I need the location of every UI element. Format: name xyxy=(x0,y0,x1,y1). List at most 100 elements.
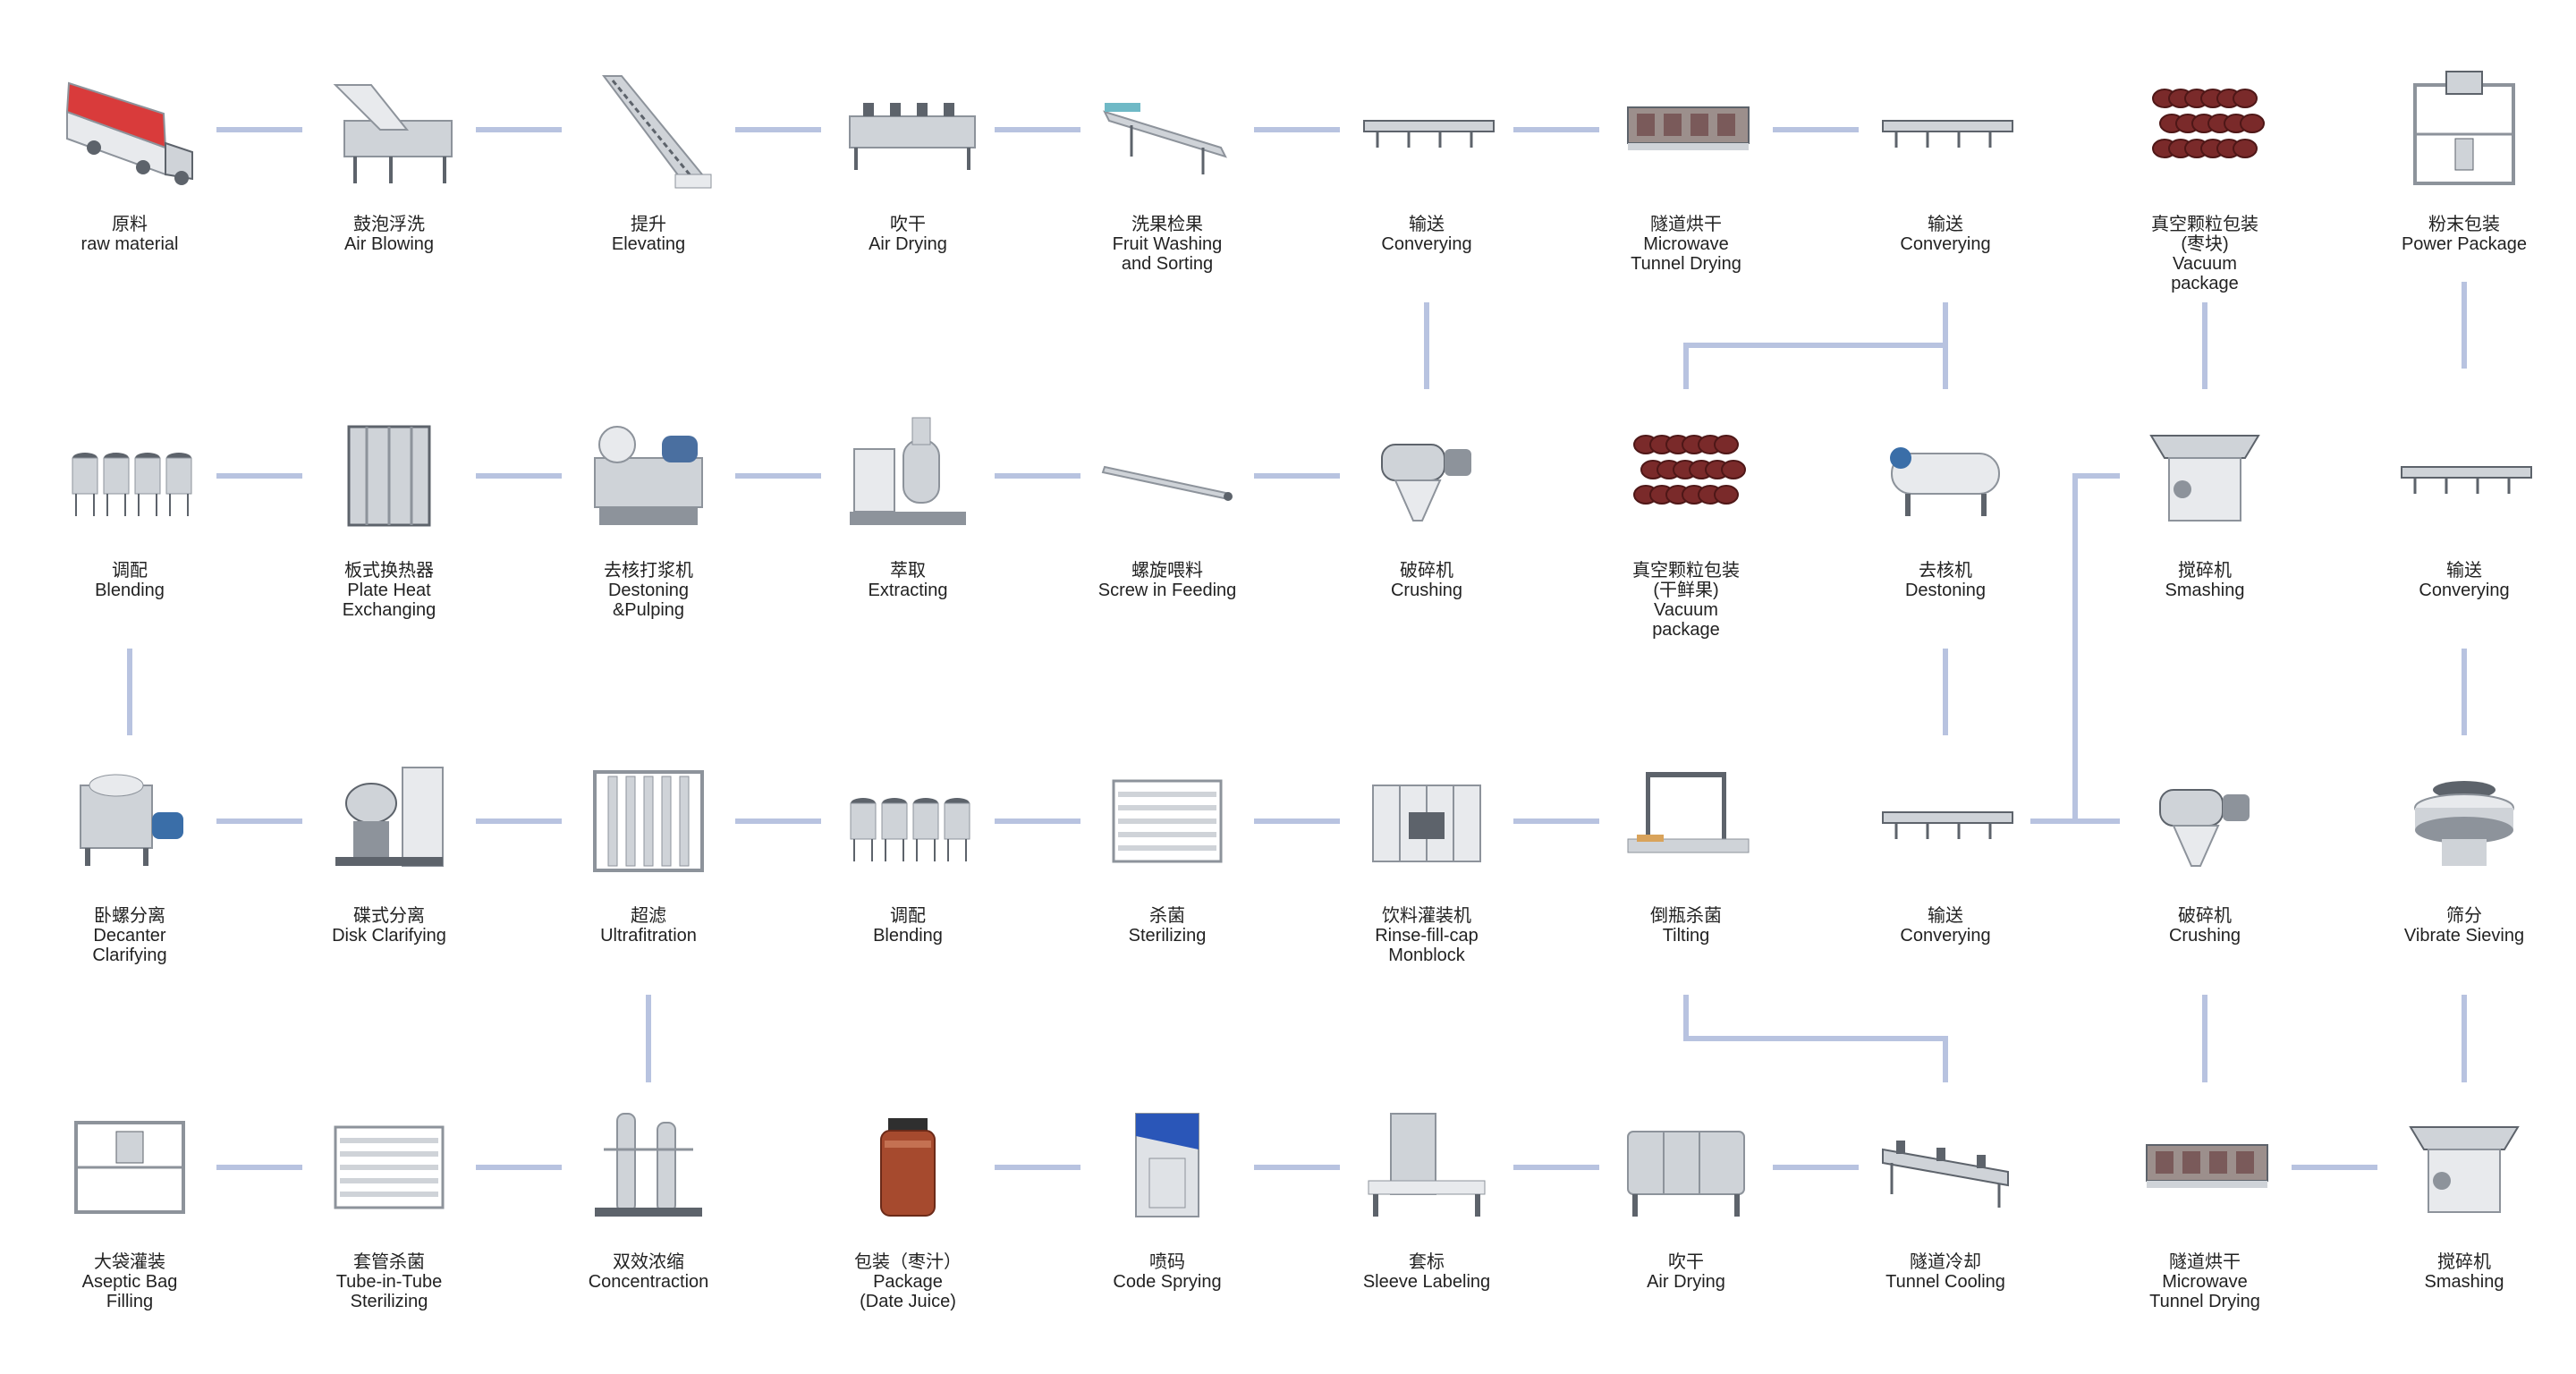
process-step-label: 去核打浆机 Destoning &Pulping xyxy=(604,561,693,620)
tube-sterilizer-icon xyxy=(334,1125,445,1209)
process-step: 粉末包装 Power Package xyxy=(2366,58,2563,254)
process-step-label: 去核机 Destoning xyxy=(1904,561,1987,600)
process-step-label: 输送 Converying xyxy=(1900,215,1991,254)
process-step-label: 调配 Blending xyxy=(95,561,165,600)
process-step: 搅碎机 Smashing xyxy=(2106,404,2303,600)
process-step-label: 大袋灌装 Aseptic Bag Filling xyxy=(81,1252,178,1311)
process-step: 杀菌 Sterilizing xyxy=(1069,750,1266,946)
process-step: 双效浓缩 Concentraction xyxy=(550,1096,747,1292)
pulper-icon xyxy=(594,426,703,525)
sorting-conveyor-icon xyxy=(1103,103,1227,174)
washer-icon xyxy=(333,84,453,183)
process-step: 破碎机 Crushing xyxy=(1328,404,1525,600)
process-step-label: 搅碎机 Smashing xyxy=(2165,561,2245,600)
screw-feeder-icon xyxy=(1101,465,1233,501)
coder-icon xyxy=(1135,1113,1199,1217)
process-step: 搅碎机 Smashing xyxy=(2366,1096,2563,1292)
process-step-label: 倒瓶杀菌 Tilting xyxy=(1650,906,1722,946)
process-step: 隧道烘干 Microwave Tunnel Drying xyxy=(1588,58,1784,274)
conveyor-icon xyxy=(1363,120,1495,148)
process-step-label: 碟式分离 Disk Clarifying xyxy=(332,906,446,946)
elevator-icon xyxy=(602,75,712,189)
process-step: 筛分 Vibrate Sieving xyxy=(2366,750,2563,946)
process-step: 包装（枣汁） Package (Date Juice) xyxy=(809,1096,1006,1311)
process-step-label: 破碎机 Crushing xyxy=(2168,906,2241,946)
dates-icon xyxy=(2152,89,2265,158)
process-step-label: 调配 Blending xyxy=(873,906,943,946)
process-step-label: 输送 Converying xyxy=(1900,906,1991,946)
process-step: 板式换热器 Plate Heat Exchanging xyxy=(291,404,487,620)
process-step: 输送 Converying xyxy=(1847,750,2044,946)
process-step-label: 洗果检果 Fruit Washing and Sorting xyxy=(1112,215,1223,274)
process-step-label: 双效浓缩 Concentraction xyxy=(588,1252,709,1292)
process-step: 吹干 Air Drying xyxy=(809,58,1006,254)
cooling-tunnel-icon xyxy=(1882,1141,2009,1208)
process-step: 大袋灌装 Aseptic Bag Filling xyxy=(31,1096,228,1311)
process-step-label: 喷码 Code Sprying xyxy=(1113,1252,1222,1292)
process-step-label: 鼓泡浮洗 Air Blowing xyxy=(343,215,435,254)
blending-tanks-icon xyxy=(850,798,970,861)
process-step: 提升 Elevating xyxy=(550,58,747,254)
process-step-label: 提升 Elevating xyxy=(611,215,686,254)
air-knife-icon xyxy=(1627,1131,1745,1217)
tunnel-dryer-icon xyxy=(2146,1144,2268,1188)
process-step: 套标 Sleeve Labeling xyxy=(1328,1096,1525,1292)
process-step: 去核打浆机 Destoning &Pulping xyxy=(550,404,747,620)
process-step: 破碎机 Crushing xyxy=(2106,750,2303,946)
conveyor-icon xyxy=(1882,811,2013,839)
sterilizer-icon xyxy=(1112,779,1223,863)
process-step: 输送 Converying xyxy=(1847,58,2044,254)
connector-branch xyxy=(1683,302,1948,389)
process-step-label: 搅碎机 Smashing xyxy=(2424,1252,2504,1292)
process-step: 真空颗粒包装 (枣块) Vacuum package xyxy=(2106,58,2303,293)
conveyor-icon xyxy=(2401,466,2532,494)
process-step: 鼓泡浮洗 Air Blowing xyxy=(291,58,487,254)
process-step-label: 筛分 Vibrate Sieving xyxy=(2403,906,2525,946)
process-step-label: 原料 raw material xyxy=(80,215,179,254)
connector-branch xyxy=(1683,995,1948,1082)
process-step-label: 真空颗粒包装 (干鲜果) Vacuum package xyxy=(1632,561,1740,640)
process-step: 卧螺分离 Decanter Clarifying xyxy=(31,750,228,965)
process-step: 隧道冷却 Tunnel Cooling xyxy=(1847,1096,2044,1292)
process-step: 套管杀菌 Tube-in-Tube Sterilizing xyxy=(291,1096,487,1311)
air-dryer-icon xyxy=(849,103,976,170)
process-step: 碟式分离 Disk Clarifying xyxy=(291,750,487,946)
process-step: 输送 Converying xyxy=(1328,58,1525,254)
process-step-label: 隧道烘干 Microwave Tunnel Drying xyxy=(2149,1252,2260,1311)
dates-icon xyxy=(1633,435,1746,505)
process-step: 洗果检果 Fruit Washing and Sorting xyxy=(1069,58,1266,274)
plate-exchanger-icon xyxy=(347,425,431,527)
disk-separator-icon xyxy=(335,767,444,867)
process-step-label: 套标 Sleeve Labeling xyxy=(1362,1252,1491,1292)
smasher-icon xyxy=(2409,1126,2520,1213)
process-step: 隧道烘干 Microwave Tunnel Drying xyxy=(2106,1096,2303,1311)
process-step-label: 螺旋喂料 Screw in Feeding xyxy=(1097,561,1237,600)
process-step-label: 包装（枣汁） Package (Date Juice) xyxy=(854,1252,962,1311)
process-step-label: 输送 Converying xyxy=(2419,561,2510,600)
process-step-label: 粉末包装 Power Package xyxy=(2401,215,2528,254)
process-step: 调配 Blending xyxy=(809,750,1006,946)
process-step-label: 杀菌 Sterilizing xyxy=(1128,906,1207,946)
crusher-icon xyxy=(1381,444,1471,522)
connector-branch xyxy=(2030,473,2120,824)
process-step-label: 吹干 Air Drying xyxy=(1647,1252,1725,1292)
process-step-label: 真空颗粒包装 (枣块) Vacuum package xyxy=(2151,215,2258,293)
process-step: 倒瓶杀菌 Tilting xyxy=(1588,750,1784,946)
process-step: 输送 Converying xyxy=(2366,404,2563,600)
crusher-icon xyxy=(2159,789,2250,867)
bag-filler-icon xyxy=(74,1121,185,1214)
truck-icon xyxy=(65,81,193,185)
process-step: 原料 raw material xyxy=(31,58,228,254)
process-step: 吹干 Air Drying xyxy=(1588,1096,1784,1292)
process-step: 调配 Blending xyxy=(31,404,228,600)
process-step-label: 输送 Converying xyxy=(1381,215,1472,254)
process-step-label: 板式换热器 Plate Heat Exchanging xyxy=(342,561,436,620)
filling-machine-icon xyxy=(1372,785,1481,862)
process-step: 饮料灌装机 Rinse-fill-cap Monblock xyxy=(1328,750,1525,965)
process-step-label: 破碎机 Crushing xyxy=(1390,561,1463,600)
process-step-label: 隧道冷却 Tunnel Cooling xyxy=(1885,1252,2005,1292)
process-step-label: 饮料灌装机 Rinse-fill-cap Monblock xyxy=(1375,906,1479,965)
sieve-icon xyxy=(2414,781,2514,866)
tilting-icon xyxy=(1627,772,1750,853)
